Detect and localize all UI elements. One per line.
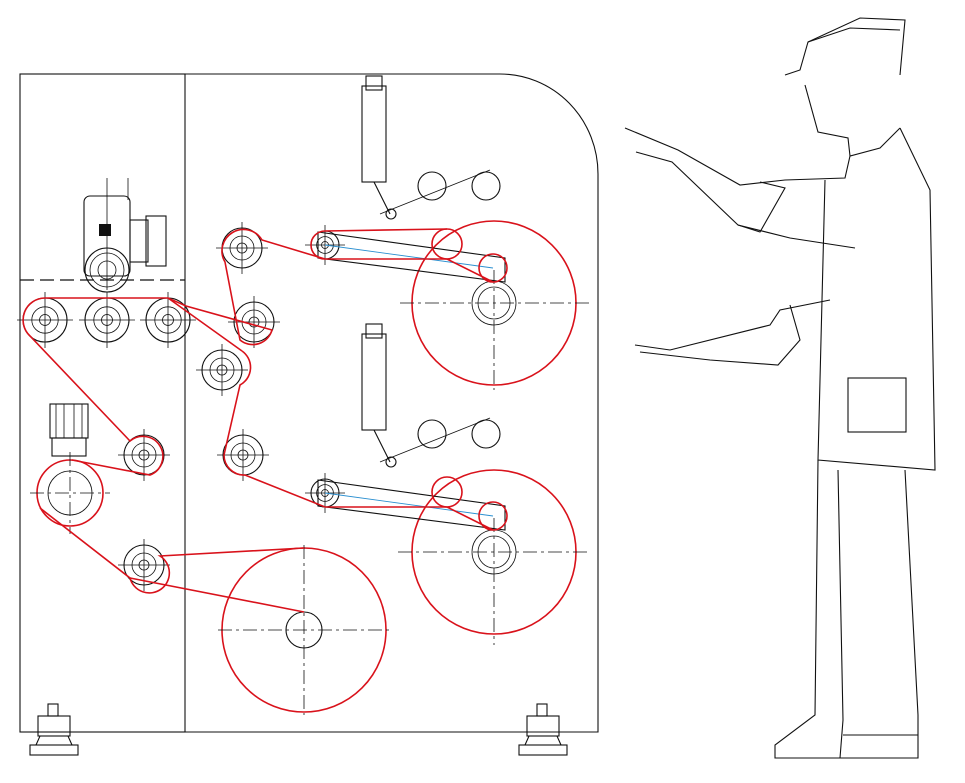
- drawing-line: [39, 507, 305, 594]
- drawing-line: [22, 297, 164, 476]
- drawing-line: [385, 208, 397, 220]
- drawing-line: [324, 244, 494, 269]
- drawing-line: [29, 744, 79, 756]
- drawing-line: [524, 735, 562, 746]
- rollers: [17, 222, 345, 591]
- drawing-line: [379, 169, 491, 215]
- machine-frame: [19, 73, 599, 733]
- drawing-line: [373, 181, 391, 215]
- dancer-arm-lower: [317, 323, 508, 531]
- idler-roller: [17, 292, 73, 348]
- drawing-line: [37, 715, 71, 737]
- drawing-line: [365, 75, 383, 91]
- drawing-line: [847, 377, 907, 433]
- drawing-line: [317, 479, 506, 531]
- drawing-line: [417, 419, 447, 449]
- drawing-line: [639, 304, 801, 366]
- drive-pulley: [30, 452, 110, 534]
- drawing-line: [361, 85, 387, 183]
- drawing-line: [129, 219, 149, 263]
- leveling-foot-right: [518, 703, 568, 756]
- drawing-line: [89, 252, 125, 288]
- drawing-line: [817, 127, 936, 471]
- drawing-line: [45, 297, 243, 352]
- drawing-line: [310, 228, 448, 260]
- drawing-line: [784, 17, 906, 76]
- drawing-line: [804, 84, 901, 157]
- gear-motor-small: [49, 403, 89, 457]
- drawing-line: [185, 73, 599, 733]
- drawing-line: [324, 492, 494, 517]
- drawing-line: [385, 456, 397, 468]
- drawing-line: [471, 419, 501, 449]
- drawing-line: [99, 224, 111, 236]
- drawing-line: [431, 476, 463, 508]
- drawing-line: [317, 231, 506, 283]
- drawing-line: [774, 459, 844, 759]
- rewind-roll-lower: [398, 469, 590, 645]
- web-path: [22, 228, 494, 613]
- drawing-line: [379, 417, 491, 463]
- drawing-line: [51, 437, 87, 457]
- drawing-line: [536, 703, 548, 717]
- idler-roller: [118, 539, 170, 591]
- idler-roller: [118, 429, 170, 481]
- drawing-line: [47, 703, 59, 717]
- drawing-line: [634, 299, 831, 351]
- drawing-line: [167, 228, 494, 346]
- drawing-line: [361, 333, 387, 431]
- drawing-line: [807, 27, 901, 43]
- drawing-line: [471, 171, 501, 201]
- drawing-line: [365, 323, 383, 339]
- drawing-line: [145, 215, 167, 267]
- drawing-line: [840, 469, 919, 759]
- drawing-line: [19, 73, 186, 733]
- leveling-foot-left: [29, 703, 79, 756]
- rewind-roll-upper: [400, 220, 590, 390]
- drawing-line: [635, 151, 856, 249]
- drawing-line: [97, 260, 117, 280]
- drawing-line: [518, 744, 568, 756]
- drawing-line: [526, 715, 560, 737]
- drawing-line: [737, 181, 786, 233]
- idler-roller: [196, 344, 248, 396]
- dancer-arm-upper: [317, 75, 508, 283]
- unwind-roll: [218, 545, 390, 715]
- drawing-line: [35, 735, 73, 746]
- drawing-line: [417, 171, 447, 201]
- drive-motor: [83, 178, 167, 293]
- idler-roller: [140, 292, 196, 348]
- operator-figure: [624, 17, 936, 759]
- drawing-line: [223, 350, 494, 531]
- idler-roller: [79, 292, 135, 348]
- drawing-line: [373, 429, 391, 463]
- drawing-line: [624, 127, 851, 186]
- drawing-line: [129, 577, 305, 613]
